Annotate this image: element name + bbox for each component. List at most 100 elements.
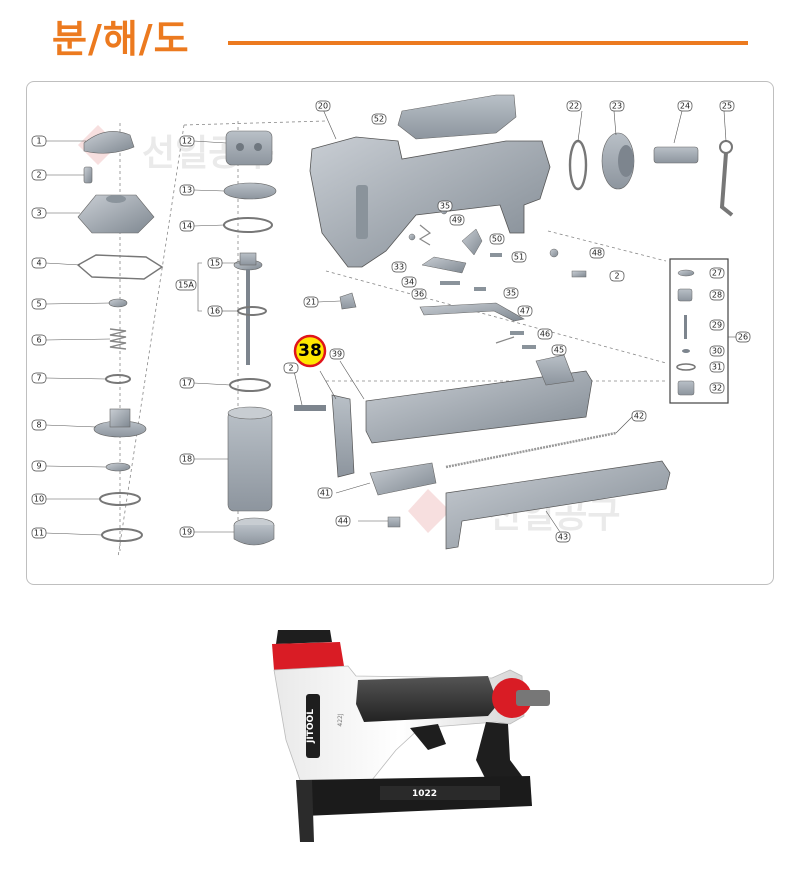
svg-text:46: 46 bbox=[540, 330, 550, 339]
part-13-ring bbox=[223, 182, 277, 200]
inset-parts bbox=[676, 269, 696, 396]
svg-text:45: 45 bbox=[554, 346, 564, 355]
part-24-air-fitting bbox=[653, 146, 699, 164]
callout: 12 bbox=[179, 135, 195, 147]
callout: 41 bbox=[317, 487, 333, 499]
callout: 2 bbox=[31, 169, 47, 181]
part-16-oring bbox=[237, 306, 267, 316]
svg-text:38: 38 bbox=[298, 341, 322, 361]
svg-text:31: 31 bbox=[712, 363, 722, 372]
magazine-label-area bbox=[380, 786, 500, 800]
trigger bbox=[410, 724, 446, 750]
svg-text:35: 35 bbox=[506, 289, 516, 298]
svg-text:36: 36 bbox=[414, 290, 424, 299]
callout: 42 bbox=[631, 410, 647, 422]
svg-text:42: 42 bbox=[634, 412, 644, 421]
callout: 11 bbox=[31, 527, 47, 539]
callout: 5 bbox=[31, 298, 47, 310]
part-2-screw bbox=[294, 405, 326, 411]
callout: 35 bbox=[437, 200, 453, 212]
part-43-magazine-rail bbox=[445, 460, 671, 550]
svg-text:3: 3 bbox=[36, 209, 41, 218]
part-1-cap bbox=[83, 131, 135, 154]
svg-text:23: 23 bbox=[612, 102, 622, 111]
svg-text:20: 20 bbox=[318, 102, 328, 111]
nose bbox=[296, 780, 314, 842]
callout: 8 bbox=[31, 419, 47, 431]
air-fitting bbox=[516, 690, 550, 706]
callout: 2 bbox=[283, 362, 299, 374]
svg-text:15: 15 bbox=[210, 259, 220, 268]
part-15-piston bbox=[233, 252, 263, 365]
part-25-hook bbox=[719, 140, 734, 217]
svg-text:1: 1 bbox=[36, 137, 41, 146]
callout: 14 bbox=[179, 220, 195, 232]
callout: 7 bbox=[31, 372, 47, 384]
callout: 15A bbox=[175, 279, 197, 291]
callout: 17 bbox=[179, 377, 195, 389]
svg-text:6: 6 bbox=[36, 336, 41, 345]
callout: 26 bbox=[735, 331, 751, 343]
svg-text:22: 22 bbox=[569, 102, 579, 111]
svg-text:25: 25 bbox=[722, 102, 732, 111]
svg-text:44: 44 bbox=[338, 517, 348, 526]
svg-text:24: 24 bbox=[680, 102, 690, 111]
part-12-piston-head bbox=[225, 130, 273, 166]
callout: 3 bbox=[31, 207, 47, 219]
svg-text:50: 50 bbox=[492, 235, 502, 244]
callout: 30 bbox=[709, 345, 725, 357]
callout: 19 bbox=[179, 526, 195, 538]
svg-text:16: 16 bbox=[210, 307, 220, 316]
callout: 21 bbox=[303, 296, 319, 308]
svg-text:43: 43 bbox=[558, 533, 568, 542]
part-19-bumper bbox=[233, 517, 275, 546]
title-underline bbox=[228, 41, 748, 45]
callout: 23 bbox=[609, 100, 625, 112]
callout: 32 bbox=[709, 382, 725, 394]
callout: 18 bbox=[179, 453, 195, 465]
svg-text:5: 5 bbox=[36, 300, 41, 309]
part-39-magazine-frame bbox=[365, 354, 593, 444]
part-38-driver-guide bbox=[331, 394, 355, 478]
part-7-oring bbox=[105, 374, 131, 384]
callout: 10 bbox=[31, 493, 47, 505]
model-number: 1022 bbox=[412, 789, 437, 799]
svg-text:17: 17 bbox=[182, 379, 192, 388]
callout: 36 bbox=[411, 288, 427, 300]
part-21-bushing bbox=[339, 292, 357, 310]
part-18-cylinder bbox=[227, 406, 273, 512]
svg-text:41: 41 bbox=[320, 489, 330, 498]
red-head bbox=[272, 642, 344, 670]
svg-text:47: 47 bbox=[520, 307, 530, 316]
svg-text:32: 32 bbox=[712, 384, 722, 393]
callout: 52 bbox=[371, 113, 387, 125]
svg-text:35: 35 bbox=[440, 202, 450, 211]
exploded-view-diagram: 선일공구 선일공구 bbox=[31, 94, 751, 558]
product-photo: JITOOL 422J 1022 bbox=[272, 630, 550, 842]
svg-text:34: 34 bbox=[404, 278, 414, 287]
black-grip bbox=[356, 676, 498, 722]
callout: 44 bbox=[335, 515, 351, 527]
svg-text:7: 7 bbox=[36, 374, 41, 383]
callout: 20 bbox=[315, 100, 331, 112]
callout: 28 bbox=[709, 289, 725, 301]
part-2-pin bbox=[83, 166, 93, 184]
svg-text:27: 27 bbox=[712, 269, 722, 278]
svg-text:18: 18 bbox=[182, 455, 192, 464]
part-22-oring bbox=[568, 139, 588, 191]
callout: 27 bbox=[709, 267, 725, 279]
part-17-oring bbox=[229, 378, 271, 392]
callout: 33 bbox=[391, 261, 407, 273]
trigger-parts bbox=[408, 207, 587, 291]
callout: 35 bbox=[503, 287, 519, 299]
part-23-end-cap bbox=[601, 132, 635, 190]
part-44-stopper bbox=[387, 516, 401, 528]
part-46-45-pins bbox=[495, 331, 536, 349]
callout: 4 bbox=[31, 257, 47, 269]
svg-text:52: 52 bbox=[374, 115, 384, 124]
callout: 34 bbox=[401, 276, 417, 288]
part-42-spring bbox=[445, 431, 617, 469]
part-9-washer bbox=[105, 462, 131, 472]
callout: 16 bbox=[207, 305, 223, 317]
part-5-valve bbox=[108, 298, 128, 308]
